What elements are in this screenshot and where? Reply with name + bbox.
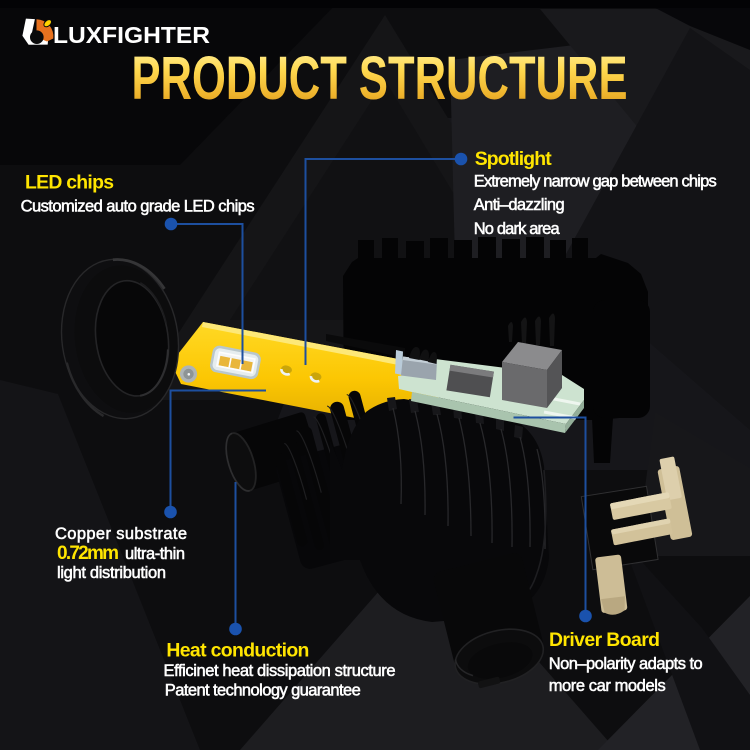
svg-text:Heat conduction: Heat conduction: [166, 639, 309, 661]
svg-text:Patent technology guarantee: Patent technology guarantee: [165, 682, 361, 700]
svg-text:Non–polarity adapts to: Non–polarity adapts to: [549, 655, 703, 673]
svg-text:light distribution: light distribution: [57, 564, 166, 582]
svg-text:PRODUCT STRUCTURE: PRODUCT STRUCTURE: [132, 44, 628, 112]
svg-text:more car models: more car models: [549, 677, 666, 695]
svg-text:Extremely narrow gap between c: Extremely narrow gap between chips: [474, 172, 717, 190]
svg-text:Customized auto grade LED chip: Customized auto grade LED chips: [21, 198, 255, 216]
svg-text:0.72mm: 0.72mm: [57, 543, 119, 564]
svg-text:Copper substrate: Copper substrate: [55, 525, 187, 543]
svg-text:ultra-thin: ultra-thin: [125, 545, 185, 563]
svg-text:LED chips: LED chips: [25, 172, 114, 194]
svg-text:Efficinet heat dissipation str: Efficinet heat dissipation structure: [164, 662, 396, 680]
svg-text:LUXFIGHTER: LUXFIGHTER: [53, 22, 210, 48]
svg-text:No dark area: No dark area: [474, 220, 561, 238]
svg-text:Anti–dazzling: Anti–dazzling: [474, 196, 565, 214]
svg-text:Driver Board: Driver Board: [549, 629, 660, 651]
svg-text:Spotlight: Spotlight: [475, 148, 553, 170]
